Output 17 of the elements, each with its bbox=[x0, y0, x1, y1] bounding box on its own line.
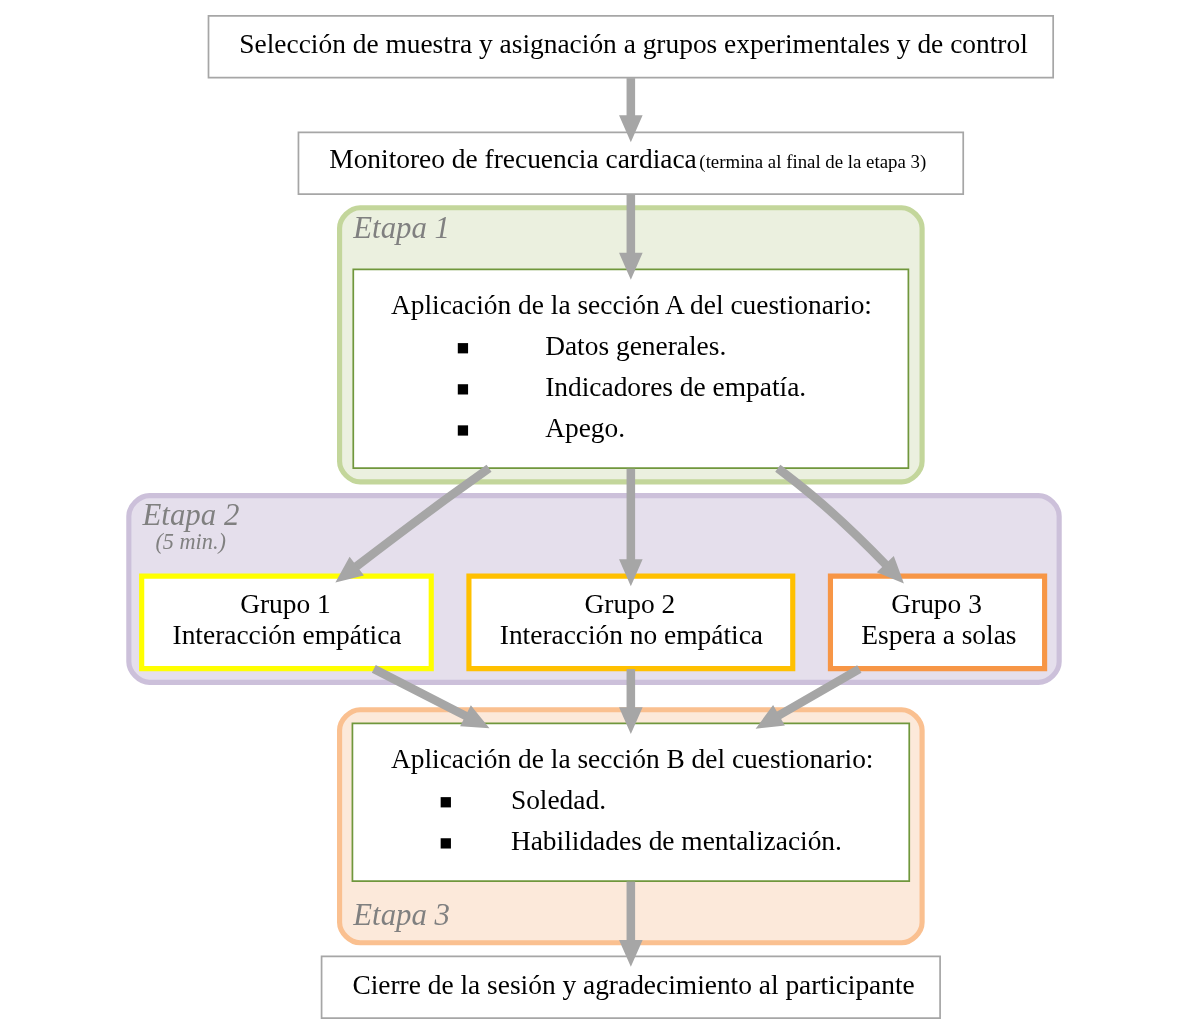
arrow bbox=[619, 668, 643, 734]
node-box: Grupo 1 Interacción empática bbox=[139, 573, 434, 671]
node-box: Grupo 2 Interacción no empática bbox=[466, 573, 796, 671]
node-box: Aplicación de la sección A del cuestionario: Datos generales. Indicadores de empatía. Apego. bbox=[352, 268, 910, 469]
node-box: Monitoreo de frecuencia cardiaca(termina al final de la etapa 3) bbox=[297, 131, 965, 195]
node-box: Grupo 3 Espera a solas bbox=[827, 573, 1048, 671]
arrow bbox=[619, 77, 643, 142]
arrow bbox=[335, 464, 492, 583]
node-box: Aplicación de la sección B del cuestionario: Soledad. Habilidades de mentalización. bbox=[351, 722, 911, 882]
arrow bbox=[775, 464, 904, 583]
node-box: Selección de muestra y asignación a grupos experimentales y de control bbox=[207, 14, 1055, 78]
arrow bbox=[619, 881, 643, 967]
node-box: Cierre de la sesión y agradecimiento al participante bbox=[320, 955, 941, 1019]
arrow bbox=[755, 664, 862, 729]
arrow bbox=[619, 193, 643, 280]
arrow bbox=[371, 664, 490, 728]
arrow bbox=[619, 468, 643, 586]
